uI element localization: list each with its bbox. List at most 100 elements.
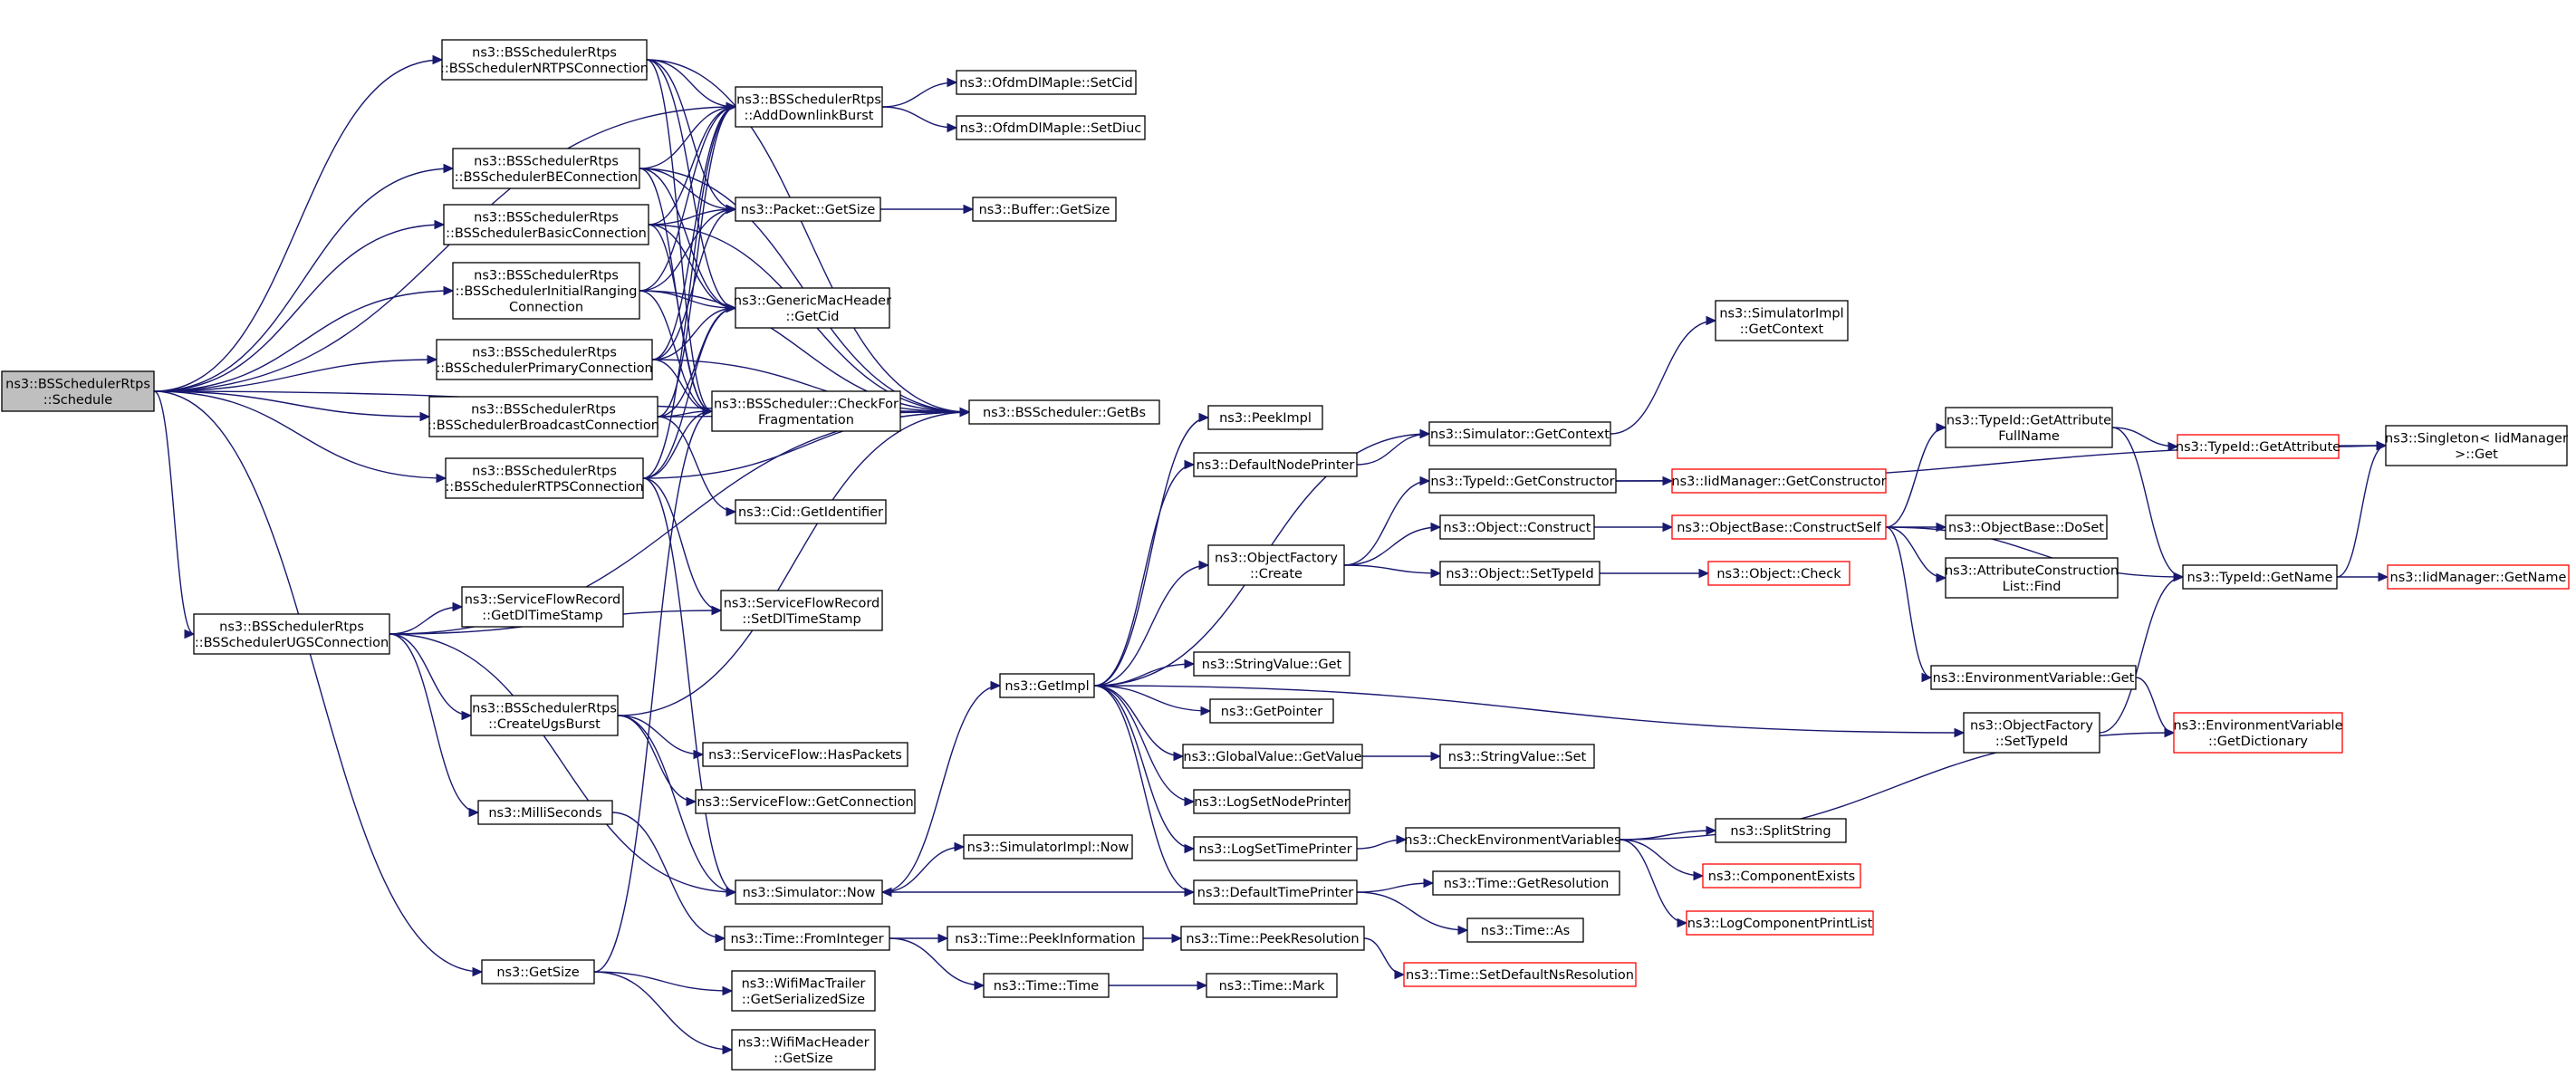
node-peekimpl[interactable]: ns3::PeekImpl [1207,405,1323,430]
node-box [461,586,624,628]
node-objsettypeid[interactable]: ns3::Object::SetTypeId [1439,561,1600,586]
node-peekinfo[interactable]: ns3::Time::PeekInformation [947,926,1144,951]
edge-arrowhead [1198,412,1210,423]
node-gmhcid[interactable]: ns3::GenericMacHeader::GetCid [734,287,891,329]
node-label: ::Schedule [43,393,112,408]
call-edge [1343,526,1441,566]
node-timeas[interactable]: ns3::Time::As [1466,917,1584,943]
node-primary[interactable]: ns3::BSSchedulerRtps::BSSchedulerPrimary… [436,339,653,380]
node-deftimeprinter[interactable]: ns3::DefaultTimePrinter [1193,879,1358,905]
node-typeidgetctor[interactable]: ns3::TypeId::GetConstructor [1428,468,1617,494]
node-ugs[interactable]: ns3::BSSchedulerRtps::BSSchedulerUGSConn… [193,613,390,655]
node-wifiheader[interactable]: ns3::WifiMacHeader::GetSize [731,1029,876,1071]
node-checkenv[interactable]: ns3::CheckEnvironmentVariables [1404,827,1621,852]
node-sfgetconn[interactable]: ns3::ServiceFlow::GetConnection [695,789,916,814]
node-peekres[interactable]: ns3::Time::PeekResolution [1180,926,1365,951]
node-globalgetvalue[interactable]: ns3::GlobalValue::GetValue [1182,744,1363,769]
node-lognodeprinter[interactable]: ns3::LogSetNodePrinter [1193,789,1350,814]
node-haspkts[interactable]: ns3::ServiceFlow::HasPackets [702,742,908,767]
node-sfrset[interactable]: ns3::ServiceFlowRecord::SetDlTimeStamp [720,590,883,631]
node-splitstring[interactable]: ns3::SplitString [1715,818,1847,843]
node-adddl[interactable]: ns3::BSSchedulerRtps::AddDownlinkBurst [735,86,883,128]
node-frominteger[interactable]: ns3::Time::FromInteger [724,926,890,951]
node-typeidgetname[interactable]: ns3::TypeId::GetName [2182,564,2338,590]
node-setcid[interactable]: ns3::OfdmDlMapIe::SetCid [956,70,1137,95]
node-schedule[interactable]: ns3::BSSchedulerRtps::Schedule [1,370,155,412]
node-envget[interactable]: ns3::EnvironmentVariable::Get [1930,665,2137,690]
node-pktsize[interactable]: ns3::Packet::GetSize [735,197,881,222]
node-objfactcreate[interactable]: ns3::ObjectFactory::Create [1207,544,1345,586]
node-label: ::BSSchedulerBasicConnection [446,226,647,241]
node-cidgetid[interactable]: ns3::Cid::GetIdentifier [735,499,887,524]
call-edge [639,168,736,210]
node-envdict[interactable]: ns3::EnvironmentVariable::GetDictionary [2173,712,2343,754]
edge-arrowhead [1200,706,1212,716]
node-label: ns3::Object::Construct [1444,521,1591,535]
node-initrang[interactable]: ns3::BSSchedulerRtps::BSSchedulerInitial… [452,262,640,320]
node-simimplnow[interactable]: ns3::SimulatorImpl::Now [963,834,1133,860]
node-box [2182,564,2338,590]
node-simimplctx[interactable]: ns3::SimulatorImpl::GetContext [1715,300,1849,341]
node-be[interactable]: ns3::BSSchedulerRtps::BSSchedulerBEConne… [452,148,640,189]
edge-arrowhead [1423,878,1435,889]
node-objconstruct[interactable]: ns3::Object::Construct [1439,514,1595,540]
call-edge [881,106,957,129]
node-label: ns3::Simulator::Now [743,886,876,900]
node-defnodeprinter[interactable]: ns3::DefaultNodePrinter [1193,452,1358,477]
node-timegetres[interactable]: ns3::Time::GetResolution [1432,870,1620,896]
edge-arrowhead [1706,315,1717,326]
node-compexists[interactable]: ns3::ComponentExists [1702,863,1861,889]
node-strvalset[interactable]: ns3::StringValue::Set [1439,744,1595,769]
edge-arrowhead [2164,727,2176,738]
node-box [1432,870,1620,896]
node-label: ::GetDictionary [2208,735,2308,749]
node-iidgetname[interactable]: ns3::IidManager::GetName [2387,564,2570,590]
node-simnow[interactable]: ns3::Simulator::Now [735,879,883,905]
node-box [695,789,916,814]
node-box [1193,789,1350,814]
node-getimpl[interactable]: ns3::GetImpl [999,673,1095,698]
node-sfrget[interactable]: ns3::ServiceFlowRecord::GetDlTimeStamp [461,586,624,628]
node-box [1405,827,1620,852]
node-bufsize[interactable]: ns3::Buffer::GetSize [972,197,1117,222]
node-label: ns3::BSSchedulerRtps [474,210,619,225]
edge-arrowhead [436,473,447,484]
call-edge [651,106,736,360]
node-setdiuc[interactable]: ns3::OfdmDlMapIe::SetDiuc [956,115,1146,140]
edge-arrowhead [726,204,737,215]
node-broadcast[interactable]: ns3::BSSchedulerRtps::BSSchedulerBroadca… [428,396,659,437]
node-getpointer[interactable]: ns3::GetPointer [1209,698,1334,724]
node-createugs[interactable]: ns3::BSSchedulerRtps::CreateUgsBurst [470,695,619,736]
node-timemark[interactable]: ns3::Time::Mark [1206,973,1338,998]
node-iidgetctor[interactable]: ns3::IidManager::GetConstructor [1671,468,1887,494]
node-logtimeprinter[interactable]: ns3::LogSetTimePrinter [1193,836,1358,861]
node-dostuff[interactable]: ns3::ObjectBase::DoSet [1945,514,2108,540]
node-getsize[interactable]: ns3::GetSize [481,959,595,985]
node-rtps[interactable]: ns3::BSSchedulerRtps::BSSchedulerRTPSCon… [445,457,644,499]
node-wifitrailer[interactable]: ns3::WifiMacTrailer::GetSerializedSize [731,970,876,1012]
node-timetime[interactable]: ns3::Time::Time [983,973,1110,998]
node-box [711,390,901,432]
node-logcomplist[interactable]: ns3::LogComponentPrintList [1686,910,1874,936]
node-box [477,800,613,825]
node-label: ns3::Time::PeekResolution [1186,932,1359,946]
node-getbs[interactable]: ns3::BSScheduler::GetBs [968,399,1160,425]
node-label: ns3::AttributeConstruction [1945,563,2119,578]
node-setdefns[interactable]: ns3::Time::SetDefaultNsResolution [1403,962,1637,987]
node-box [445,457,644,499]
node-getattr[interactable]: ns3::TypeId::GetAttribute [2176,434,2341,459]
node-strvalget[interactable]: ns3::StringValue::Get [1193,651,1350,677]
node-nrtps[interactable]: ns3::BSSchedulerRtps::BSSchedulerNRTPSCo… [440,39,649,81]
node-millis[interactable]: ns3::MilliSeconds [477,800,613,825]
node-singleton[interactable]: ns3::Singleton< IidManager>::Get [2385,425,2568,466]
node-objfactsettypeid[interactable]: ns3::ObjectFactory::SetTypeId [1963,712,2100,754]
node-box [1945,407,2113,448]
node-label: ns3::OfdmDlMapIe::SetDiuc [960,121,1142,136]
node-objcheck[interactable]: ns3::Object::Check [1707,561,1850,586]
node-basic[interactable]: ns3::BSSchedulerRtps::BSSchedulerBasicCo… [443,204,649,245]
node-constructself[interactable]: ns3::ObjectBase::ConstructSelf [1671,514,1887,540]
node-simgetctx[interactable]: ns3::Simulator::GetContext [1428,421,1611,447]
